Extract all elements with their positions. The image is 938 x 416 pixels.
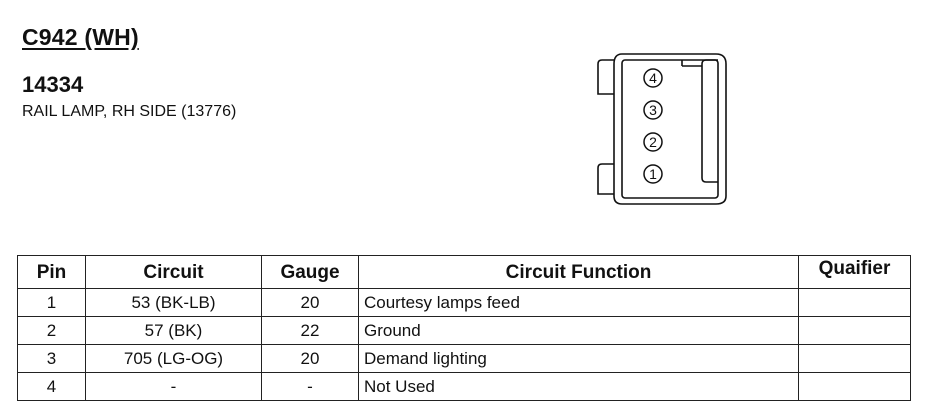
connector-cavity (621, 59, 719, 199)
function-cell: Courtesy lamps feed (358, 288, 799, 317)
table-row: 1 53 (BK-LB) 20 Courtesy lamps feed (17, 288, 911, 317)
pin-circle (643, 132, 663, 152)
function-cell: Not Used (358, 372, 799, 401)
qualifier-cell (798, 344, 911, 373)
header-qualifier: Quaifier (798, 255, 911, 289)
lower-latch-tab (597, 163, 614, 195)
pin-cell: 1 (17, 288, 86, 317)
gauge-cell: 22 (261, 316, 359, 345)
circuit-cell: 53 (BK-LB) (85, 288, 262, 317)
connector-face-diagram: 4 3 2 1 (597, 53, 727, 205)
pin-number-label: 1 (649, 166, 657, 182)
connector-id: C942 (WH) (22, 24, 139, 50)
gauge-cell: 20 (261, 344, 359, 373)
qualifier-cell (798, 316, 911, 345)
table-row: 2 57 (BK) 22 Ground (17, 316, 911, 345)
circuit-cell: - (85, 372, 262, 401)
connector-pin-2: 2 (643, 132, 663, 152)
part-number: 14334 (22, 72, 84, 97)
circuit-cell: 705 (LG-OG) (85, 344, 262, 373)
table-row: 3 705 (LG-OG) 20 Demand lighting (17, 344, 911, 373)
header-pin: Pin (17, 255, 86, 289)
connector-pin-3: 3 (643, 100, 663, 120)
pin-number-label: 2 (649, 134, 657, 150)
gauge-cell: - (261, 372, 359, 401)
pin-circle (643, 100, 663, 120)
gauge-cell: 20 (261, 288, 359, 317)
circuit-cell: 57 (BK) (85, 316, 262, 345)
qualifier-cell (798, 288, 911, 317)
function-cell: Demand lighting (358, 344, 799, 373)
pin-cell: 4 (17, 372, 86, 401)
header-circuit: Circuit (85, 255, 262, 289)
connector-keyway (701, 59, 718, 183)
pin-cell: 2 (17, 316, 86, 345)
upper-latch-tab (597, 59, 614, 95)
pin-circle (643, 164, 663, 184)
table-row: 4 - - Not Used (17, 372, 911, 401)
table-header-row: Pin Circuit Gauge Circuit Function Quaif… (17, 255, 911, 289)
header-circuit-function: Circuit Function (358, 255, 799, 289)
pin-cell: 3 (17, 344, 86, 373)
pin-circle (643, 68, 663, 88)
function-cell: Ground (358, 316, 799, 345)
connector-pin-4: 4 (643, 68, 663, 88)
qualifier-cell (798, 372, 911, 401)
pin-table: Pin Circuit Gauge Circuit Function Quaif… (17, 255, 911, 401)
pin-number-label: 3 (649, 102, 657, 118)
header-gauge: Gauge (261, 255, 359, 289)
connector-description: RAIL LAMP, RH SIDE (13776) (22, 103, 237, 120)
connector-pin-1: 1 (643, 164, 663, 184)
pin-number-label: 4 (649, 70, 657, 86)
connector-housing-outline (613, 53, 727, 205)
